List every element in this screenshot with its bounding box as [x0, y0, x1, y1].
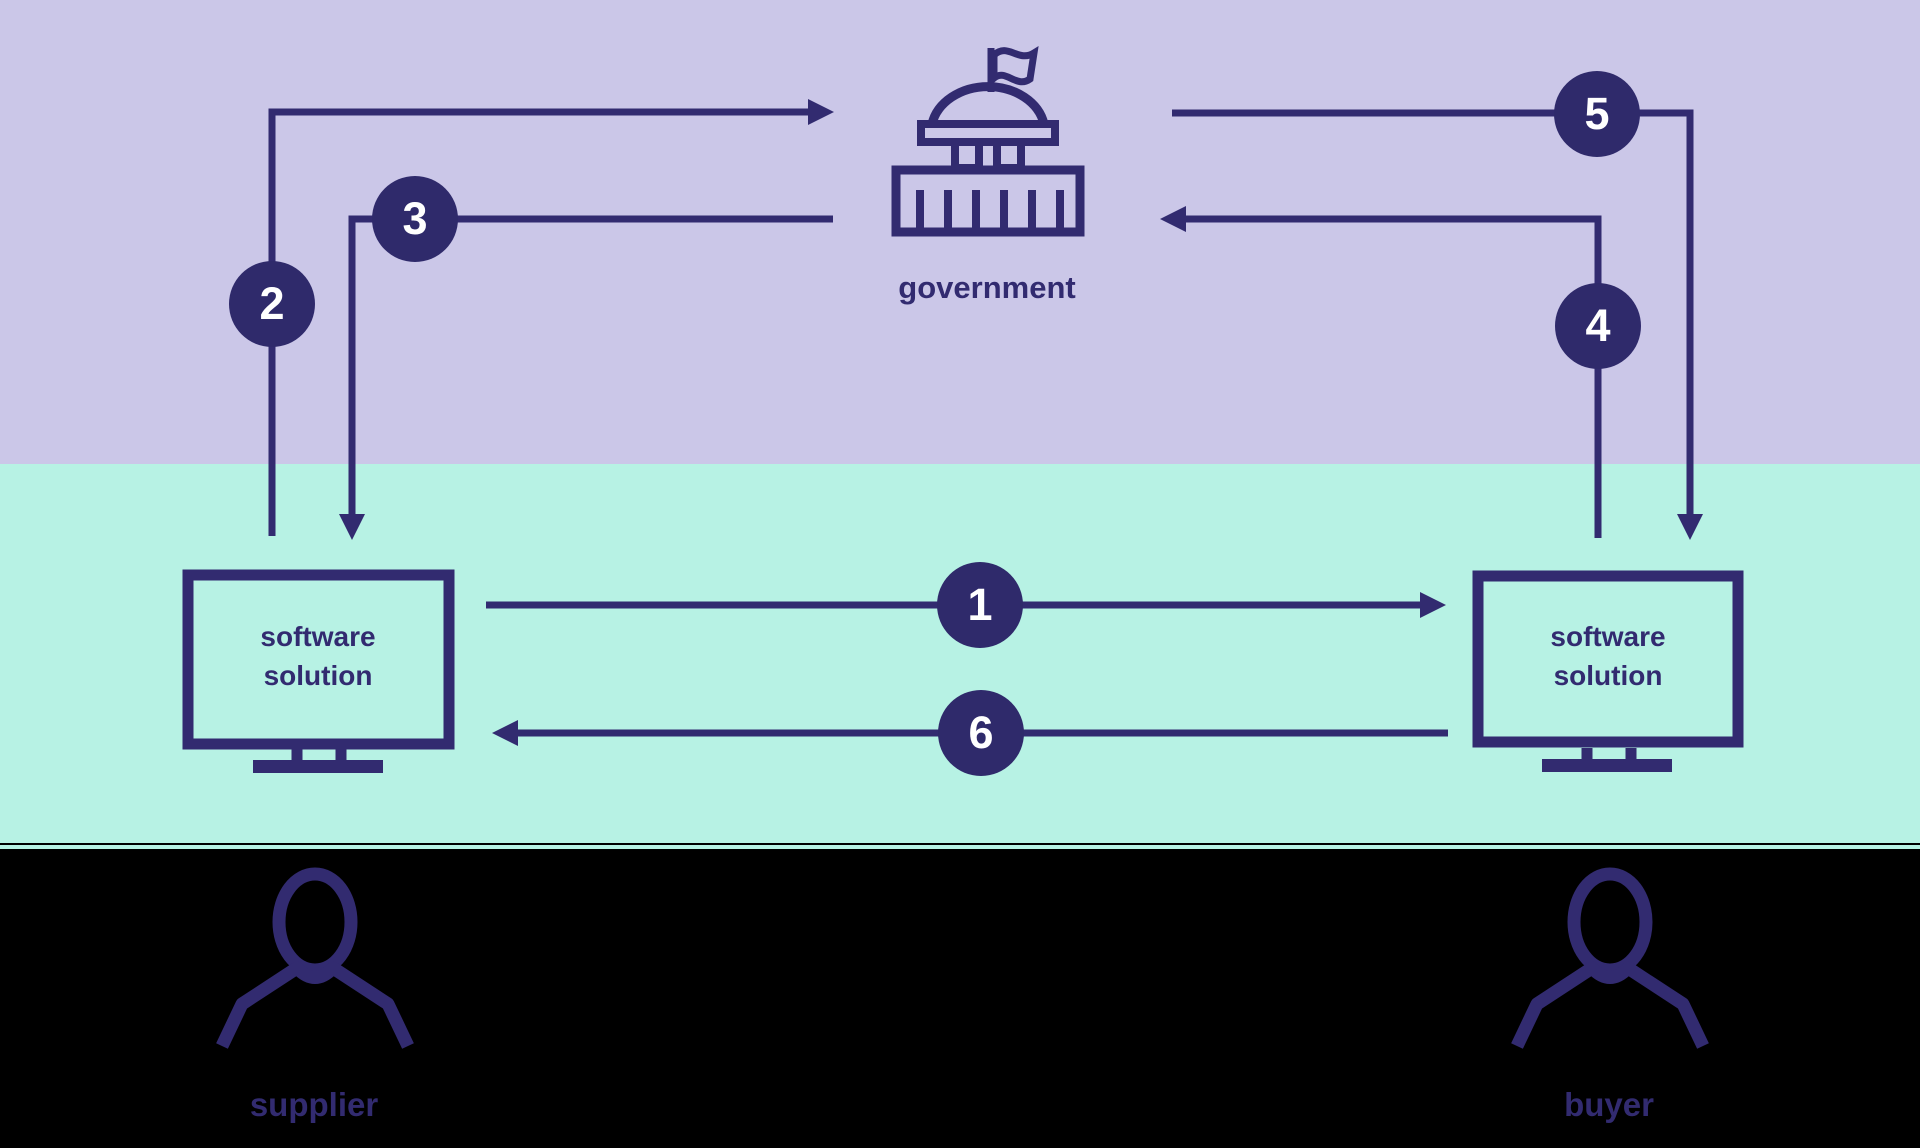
supplier-label: supplier: [249, 1086, 379, 1123]
step-badge-3: 3: [372, 176, 458, 262]
step-badge-4: 4: [1555, 283, 1641, 369]
flow-arrow-4: [1160, 206, 1602, 538]
step-badge-6: 6: [938, 690, 1024, 776]
step-badge-1: 1: [937, 562, 1023, 648]
flow-arrow-5: [1172, 109, 1703, 540]
buyer-person-icon: [1511, 867, 1709, 1049]
government-label: government: [898, 270, 1076, 305]
buyer-system-label: software solution: [1550, 621, 1666, 691]
flow-arrow-2: [268, 99, 834, 536]
step-badge-2: 2: [229, 261, 315, 347]
buyer-monitor-icon: [1472, 570, 1744, 772]
supplier-person-icon: [216, 867, 414, 1049]
supplier-system-label: software solution: [260, 621, 376, 691]
flow-arrow-3: [339, 215, 833, 540]
buyer-label: buyer: [1564, 1086, 1654, 1123]
zone-divider-line: [0, 843, 1920, 845]
government-building-icon: [891, 45, 1085, 237]
supplier-monitor-icon: [182, 569, 455, 773]
step-badge-5: 5: [1554, 71, 1640, 157]
